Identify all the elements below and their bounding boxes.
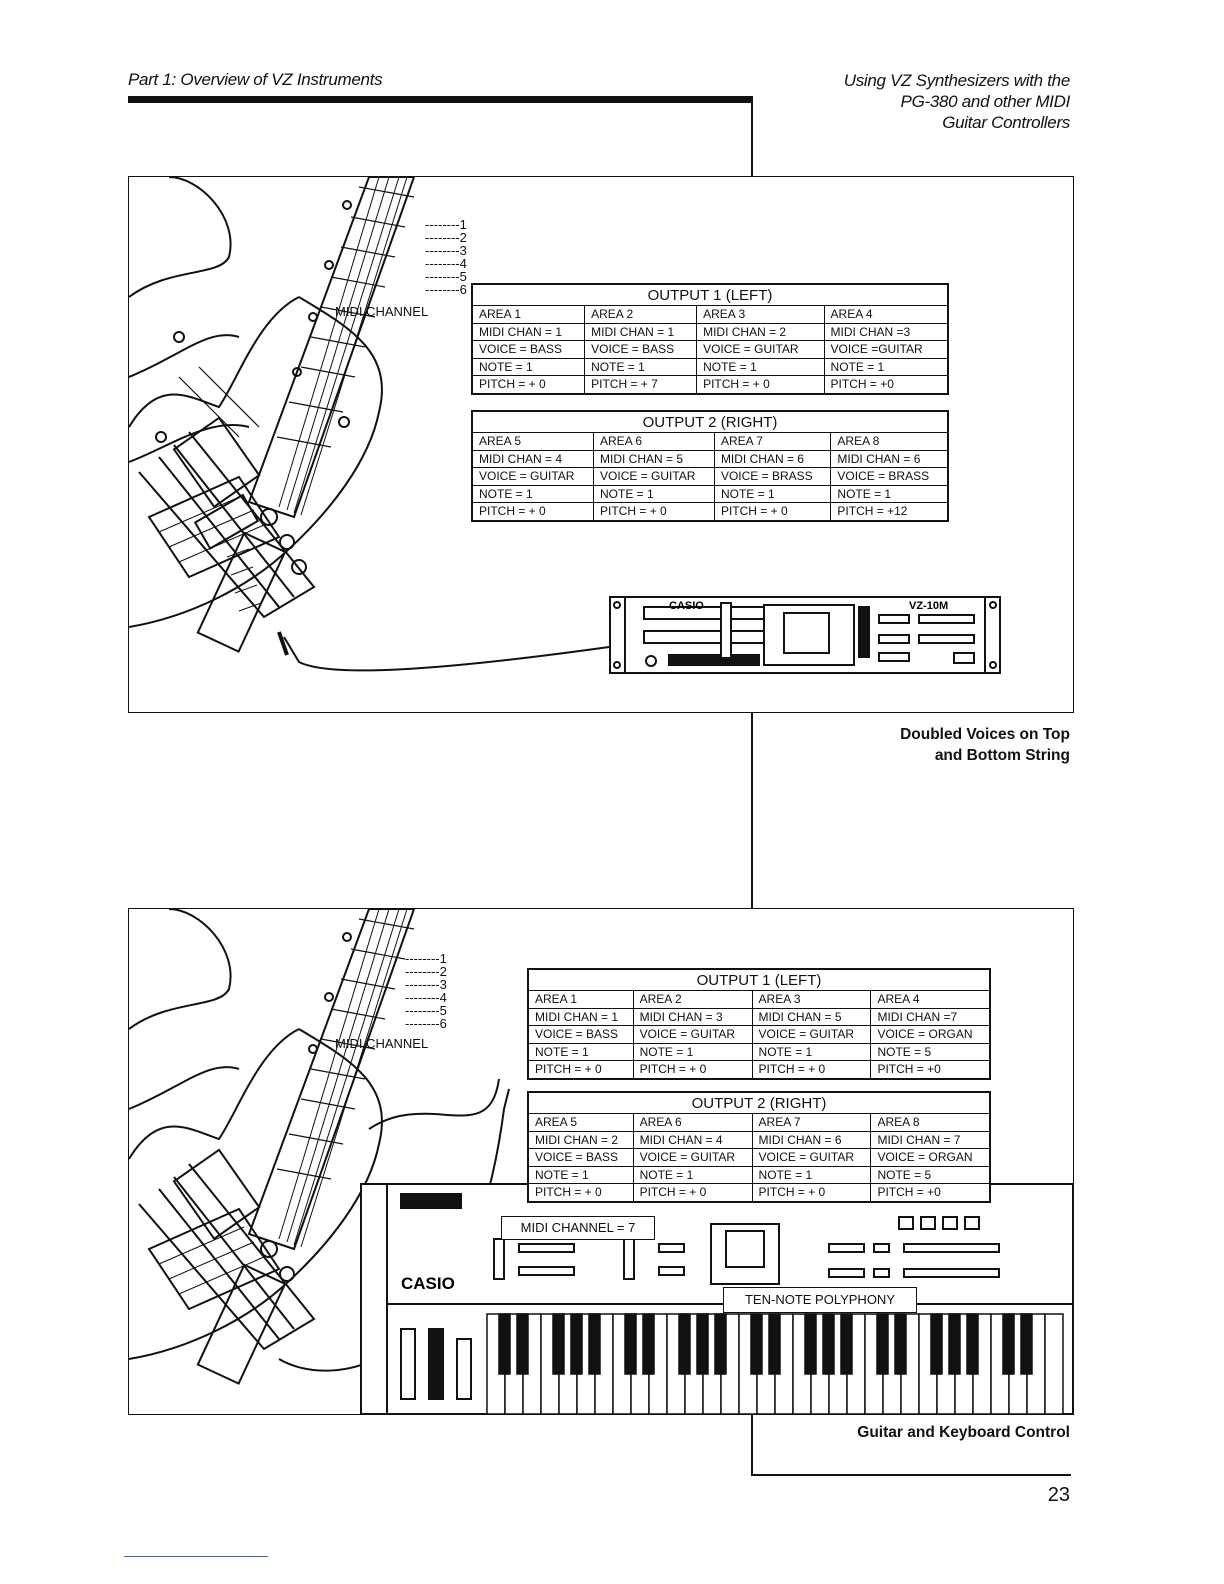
table-title: OUTPUT 2 (RIGHT) — [471, 410, 949, 433]
figure-doubled-voices: --------1 --------2 --------3 --------4 … — [128, 176, 1074, 713]
string-leaders: --------1 --------2 --------3 --------4 … — [425, 217, 467, 297]
device-brand: CASIO — [669, 600, 704, 612]
black-key — [840, 1313, 853, 1375]
running-header-left: Part 1: Overview of VZ Instruments — [128, 70, 383, 89]
white-key — [1044, 1313, 1064, 1414]
figure-guitar-keyboard: CASIO --------1 --------2 --------3 ----… — [128, 908, 1074, 1415]
guitar-illustration — [129, 177, 610, 672]
running-header-right: Using VZ Synthesizers with the PG-380 an… — [843, 70, 1071, 133]
black-key — [1020, 1313, 1033, 1375]
header-right-line-2: PG-380 and other MIDI — [900, 92, 1071, 111]
page-number: 23 — [1047, 1484, 1070, 1506]
black-key — [876, 1313, 889, 1375]
table-title: OUTPUT 2 (RIGHT) — [527, 1091, 991, 1114]
black-key — [768, 1313, 781, 1375]
string-leaders: --------1 --------2 --------3 --------4 … — [405, 951, 447, 1031]
black-key — [966, 1313, 979, 1375]
black-key — [948, 1313, 961, 1375]
black-key — [894, 1313, 907, 1375]
black-key — [588, 1313, 601, 1375]
midi-channel-label: MIDI CHANNEL — [335, 304, 429, 319]
keyboard-brand: CASIO — [401, 1274, 455, 1293]
midi-channel-callout: MIDI CHANNEL = 7 — [501, 1216, 655, 1240]
piano-keys — [486, 1313, 1064, 1414]
figure2-caption: Guitar and Keyboard Control — [857, 1424, 1070, 1441]
black-key — [714, 1313, 727, 1375]
device-model: VZ-10M — [909, 600, 948, 612]
black-key — [930, 1313, 943, 1375]
black-key — [642, 1313, 655, 1375]
black-key — [1002, 1313, 1015, 1375]
column-divider-middle — [751, 712, 753, 910]
figure1-caption: Doubled Voices on Top and Bottom String — [900, 726, 1070, 764]
footer-rule — [751, 1474, 1071, 1476]
column-divider-top — [751, 96, 753, 176]
black-key — [516, 1313, 529, 1375]
column-divider-bottom — [751, 1413, 753, 1475]
black-key — [750, 1313, 763, 1375]
black-key — [552, 1313, 565, 1375]
black-key — [624, 1313, 637, 1375]
black-key — [678, 1313, 691, 1375]
guitar-keyboard-illustration: CASIO — [129, 909, 1073, 1414]
polyphony-callout: TEN-NOTE POLYPHONY — [723, 1287, 917, 1313]
black-key — [498, 1313, 511, 1375]
table-title: OUTPUT 1 (LEFT) — [471, 283, 949, 306]
footer-underline — [124, 1556, 268, 1557]
header-right-line-1: Using VZ Synthesizers with the — [843, 71, 1071, 90]
header-rule — [128, 96, 752, 103]
black-key — [804, 1313, 817, 1375]
black-key — [570, 1313, 583, 1375]
table-title: OUTPUT 1 (LEFT) — [527, 968, 991, 991]
black-key — [822, 1313, 835, 1375]
header-right-line-3: Guitar Controllers — [942, 113, 1070, 132]
vz10m-rack-module: CASIO VZ-10M — [609, 596, 1001, 674]
black-key — [696, 1313, 709, 1375]
midi-channel-label: MIDI CHANNEL — [335, 1036, 429, 1051]
